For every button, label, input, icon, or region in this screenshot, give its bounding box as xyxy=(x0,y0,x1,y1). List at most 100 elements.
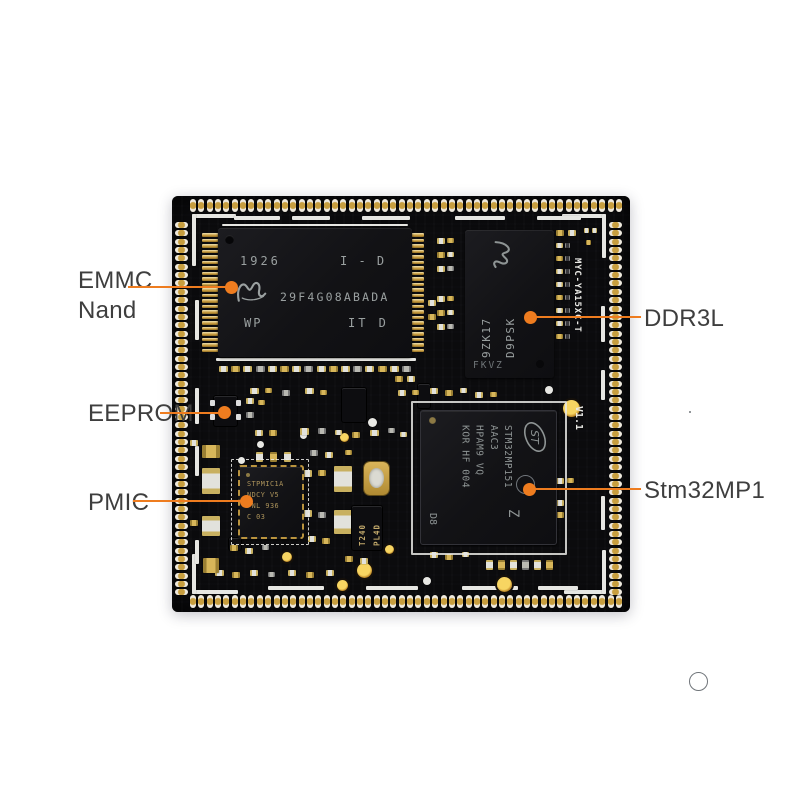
passive-component xyxy=(318,470,326,476)
passive-component xyxy=(556,500,564,506)
castellated-pad xyxy=(348,595,355,608)
ddr3l-label: DDR3L xyxy=(644,305,725,332)
crystal-lid xyxy=(369,468,384,488)
passive-component xyxy=(445,554,453,560)
passive-component xyxy=(250,570,258,576)
passive-component xyxy=(395,376,403,382)
castellated-pad xyxy=(482,595,489,608)
emmc-pin xyxy=(407,299,424,303)
passive-component xyxy=(586,240,591,245)
passive-component xyxy=(498,560,505,570)
passive-component xyxy=(556,256,563,261)
castellated-pad xyxy=(223,199,230,212)
silkscreen-mark xyxy=(538,586,578,590)
castellated-pad xyxy=(609,556,622,562)
castellated-pad xyxy=(175,255,188,262)
via xyxy=(282,552,292,562)
passive-component xyxy=(556,243,563,248)
emmc-pin xyxy=(202,260,219,264)
passive-component xyxy=(202,516,220,536)
passive-component xyxy=(190,520,198,526)
emmc-pin xyxy=(407,348,424,352)
pin1-marker xyxy=(225,235,234,244)
passive-component xyxy=(345,450,352,455)
castellated-pad xyxy=(557,199,564,212)
castellated-pad xyxy=(599,199,606,212)
castellated-pad xyxy=(540,199,547,212)
emmc-callout-line xyxy=(128,286,228,289)
castellated-pad xyxy=(382,595,389,608)
castellated-pad xyxy=(609,422,622,429)
via xyxy=(385,545,394,554)
eeprom-pad xyxy=(236,400,241,406)
passive-component xyxy=(402,366,411,372)
silkscreen-mark xyxy=(602,214,606,258)
castellated-pad xyxy=(273,595,280,608)
castellated-pad xyxy=(473,595,480,608)
test-point xyxy=(257,441,264,448)
castellated-pad xyxy=(175,464,188,471)
ddr3l-lot-code: FKVZ xyxy=(473,360,504,371)
castellated-pad xyxy=(175,589,188,596)
emmc-pin xyxy=(407,293,424,297)
castellated-pad xyxy=(175,355,188,362)
passive-component xyxy=(400,432,407,437)
castellated-pad xyxy=(532,199,539,212)
castellated-pad xyxy=(609,380,622,387)
castellated-pad xyxy=(175,455,188,462)
passive-component xyxy=(306,572,314,578)
castellated-pad xyxy=(609,489,622,496)
passive-component xyxy=(370,430,379,436)
passive-component xyxy=(269,430,277,436)
castellated-pad xyxy=(175,280,188,287)
passive-component xyxy=(556,295,563,300)
castellated-pad xyxy=(609,255,622,262)
passive-component xyxy=(565,282,570,287)
emmc-pin xyxy=(407,271,424,275)
castellated-pad xyxy=(175,338,188,345)
castellated-pad xyxy=(609,222,622,228)
passive-component xyxy=(445,390,453,396)
passive-component xyxy=(490,392,497,397)
silkscreen-mark xyxy=(455,216,505,220)
castellated-pad xyxy=(231,199,238,212)
castellated-pad xyxy=(365,199,372,212)
ddr3l-chip: 9ZK17 D9PSK FKVZ xyxy=(465,230,554,378)
castellated-pad xyxy=(206,595,213,608)
castellated-pad xyxy=(175,288,188,295)
eeprom-pad xyxy=(236,414,241,420)
castellated-pad xyxy=(175,430,188,437)
emmc-chip: 1926 I - D 29F4G08ABADA WP IT D xyxy=(218,228,412,357)
silkscreen-mark xyxy=(192,214,236,218)
castellated-pad xyxy=(609,589,622,596)
passive-component xyxy=(522,560,529,570)
emmc-pin xyxy=(202,332,219,336)
passive-component xyxy=(335,430,342,435)
passive-component xyxy=(437,238,445,244)
passive-component xyxy=(258,400,265,405)
castellated-pad xyxy=(609,439,622,446)
passive-component xyxy=(565,256,570,261)
castellated-pad xyxy=(373,595,380,608)
via xyxy=(337,580,348,591)
pin1-marker xyxy=(246,473,250,477)
emmc-pin xyxy=(407,332,424,336)
castellated-pad xyxy=(582,595,589,608)
passive-component xyxy=(270,452,277,462)
castellated-pad xyxy=(609,338,622,345)
castellated-pad xyxy=(448,199,455,212)
castellated-pad xyxy=(290,199,297,212)
passive-component xyxy=(320,390,327,395)
castellated-pad xyxy=(582,199,589,212)
passive-component xyxy=(437,296,445,302)
eeprom-pad xyxy=(210,414,215,420)
emmc-pin xyxy=(202,315,219,319)
castellated-pad xyxy=(465,595,472,608)
emmc-pin xyxy=(202,282,219,286)
castellated-pad xyxy=(448,595,455,608)
passive-component xyxy=(556,321,563,326)
emmc-pin xyxy=(202,337,219,341)
silkscreen-mark xyxy=(222,224,408,226)
castellated-pad xyxy=(357,199,363,212)
passive-component xyxy=(326,570,334,576)
